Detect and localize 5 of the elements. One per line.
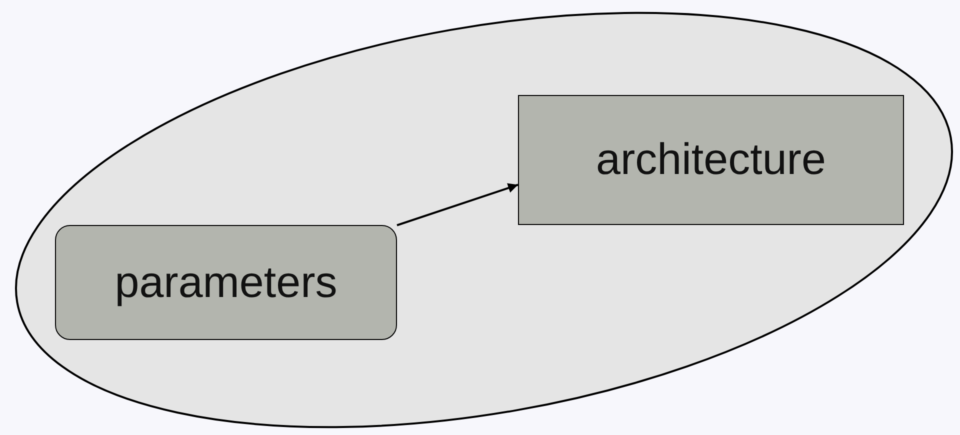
node-label: parameters — [114, 258, 338, 308]
arrow — [396, 183, 518, 226]
process-box — [518, 95, 904, 225]
process-box — [55, 225, 397, 340]
node-label: architecture — [596, 135, 826, 185]
